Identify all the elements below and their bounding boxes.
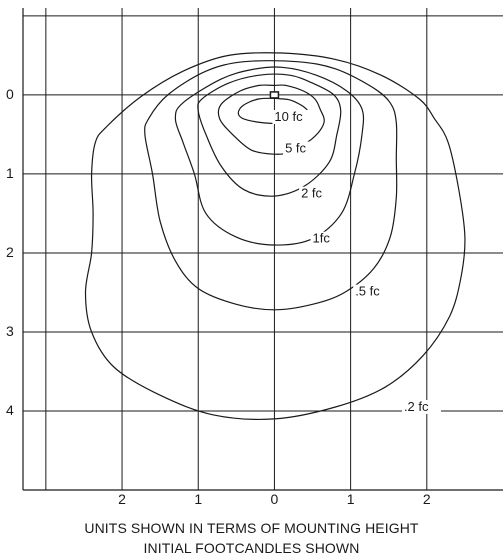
contour-label: .2 fc — [404, 399, 429, 414]
contour-label: 1fc — [313, 231, 331, 246]
y-tick-label: 2 — [6, 244, 14, 260]
x-tick-label: 1 — [194, 491, 202, 507]
x-tick-label: 2 — [118, 491, 126, 507]
contour-line-4 — [144, 60, 398, 311]
contour-line-2 — [197, 73, 342, 197]
contour-label: 10 fc — [274, 109, 303, 124]
contour-label: 2 fc — [301, 186, 322, 201]
contour-line-5 — [84, 52, 466, 420]
contour-line-1 — [217, 84, 325, 155]
contour-labels: 10 fc 5 fc 2 fc 1fc .5 fc .2 fc — [269, 91, 441, 414]
contour-label-bg — [353, 284, 393, 299]
y-tick-label: 3 — [6, 323, 14, 339]
y-tick-label: 0 — [6, 86, 14, 102]
chart-caption-units: UNITS SHOWN IN TERMS OF MOUNTING HEIGHT — [84, 520, 419, 536]
axis-tick-labels: 2 1 0 1 2 0 1 2 3 4 — [6, 86, 431, 507]
contour-label: .5 fc — [355, 284, 380, 299]
plot-frame — [22, 8, 503, 491]
contour-label-bg — [272, 109, 312, 124]
y-tick-label: 1 — [6, 165, 14, 181]
x-tick-label: 2 — [423, 491, 431, 507]
contour-label-bg — [283, 141, 316, 156]
contour-label-bg — [310, 231, 336, 246]
grid — [23, 8, 503, 490]
contour-series — [84, 52, 466, 420]
x-tick-label: 1 — [347, 491, 355, 507]
chart-caption-footcandles: INITIAL FOOTCANDLES SHOWN — [143, 540, 360, 556]
x-tick-label: 0 — [271, 491, 279, 507]
contour-label-bg — [401, 399, 441, 414]
contour-label: 5 fc — [285, 141, 306, 156]
contour-line-3 — [174, 66, 365, 246]
luminaire-marker — [269, 91, 280, 99]
y-tick-label: 4 — [6, 402, 14, 418]
contour-label-bg — [299, 186, 332, 201]
